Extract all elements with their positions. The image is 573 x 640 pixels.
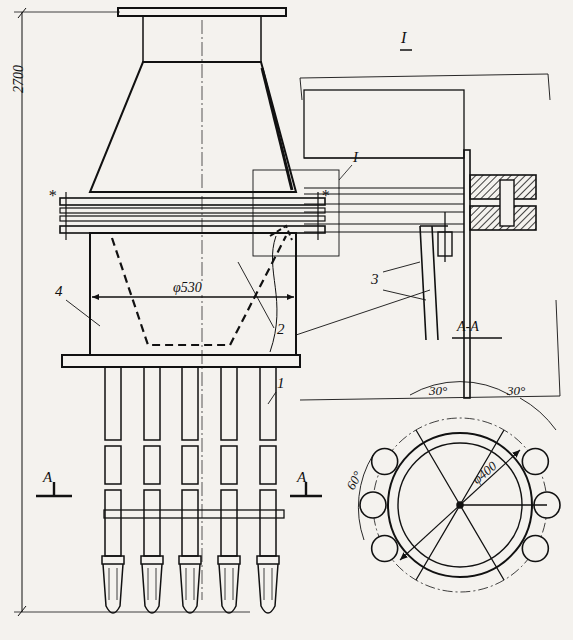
- tube-section: [221, 446, 237, 484]
- nozzle-collar: [218, 556, 240, 564]
- tube-hole: [522, 536, 548, 562]
- tube-section: [182, 446, 198, 484]
- tube-section: [105, 490, 121, 556]
- section-mark: A: [42, 470, 53, 485]
- dimension: φ530: [172, 281, 203, 295]
- detail-title: I: [400, 30, 407, 46]
- tube-hole: [372, 449, 398, 475]
- tube-hole: [522, 449, 548, 475]
- tube-hole: [360, 492, 386, 518]
- nozzle: [142, 564, 162, 613]
- tube-section: [221, 490, 237, 556]
- tube-section: [144, 367, 160, 440]
- callout-number: 3: [370, 272, 380, 287]
- angle-dimension: 30°: [506, 384, 526, 397]
- weld-mark: *: [47, 188, 57, 204]
- nozzle-collar: [102, 556, 124, 564]
- tube-section: [221, 367, 237, 440]
- angle-dimension: 30°: [428, 384, 448, 397]
- nozzle-bore: [109, 568, 117, 600]
- nozzle: [103, 564, 123, 613]
- tube-section: [144, 490, 160, 556]
- tube-section: [182, 367, 198, 440]
- detail-mark: I: [352, 150, 359, 165]
- section-title: A-A: [456, 320, 480, 334]
- callout-number: 2: [276, 322, 286, 337]
- nozzle: [180, 564, 200, 613]
- tube-section: [105, 446, 121, 484]
- section-mark: A: [296, 470, 307, 485]
- weld-mark: *: [320, 188, 330, 204]
- tube-section: [144, 446, 160, 484]
- tube-section: [105, 367, 121, 440]
- nozzle-bore: [148, 568, 156, 600]
- nozzle-bore: [225, 568, 233, 600]
- callout-number: 4: [54, 284, 64, 299]
- dimension: 2700: [12, 64, 26, 94]
- nozzle-bore: [264, 568, 272, 600]
- callout-number: 1: [276, 376, 286, 391]
- tube-section: [260, 446, 276, 484]
- tube-section: [260, 367, 276, 440]
- nozzle-collar: [257, 556, 279, 564]
- nozzle-collar: [141, 556, 163, 564]
- nozzle: [219, 564, 239, 613]
- tube-section: [260, 490, 276, 556]
- nozzle: [258, 564, 278, 613]
- nozzle-collar: [179, 556, 201, 564]
- tube-hole: [372, 536, 398, 562]
- angle-dimension: 60°: [343, 469, 364, 493]
- nozzle-bore: [186, 568, 194, 600]
- tube-section: [182, 490, 198, 556]
